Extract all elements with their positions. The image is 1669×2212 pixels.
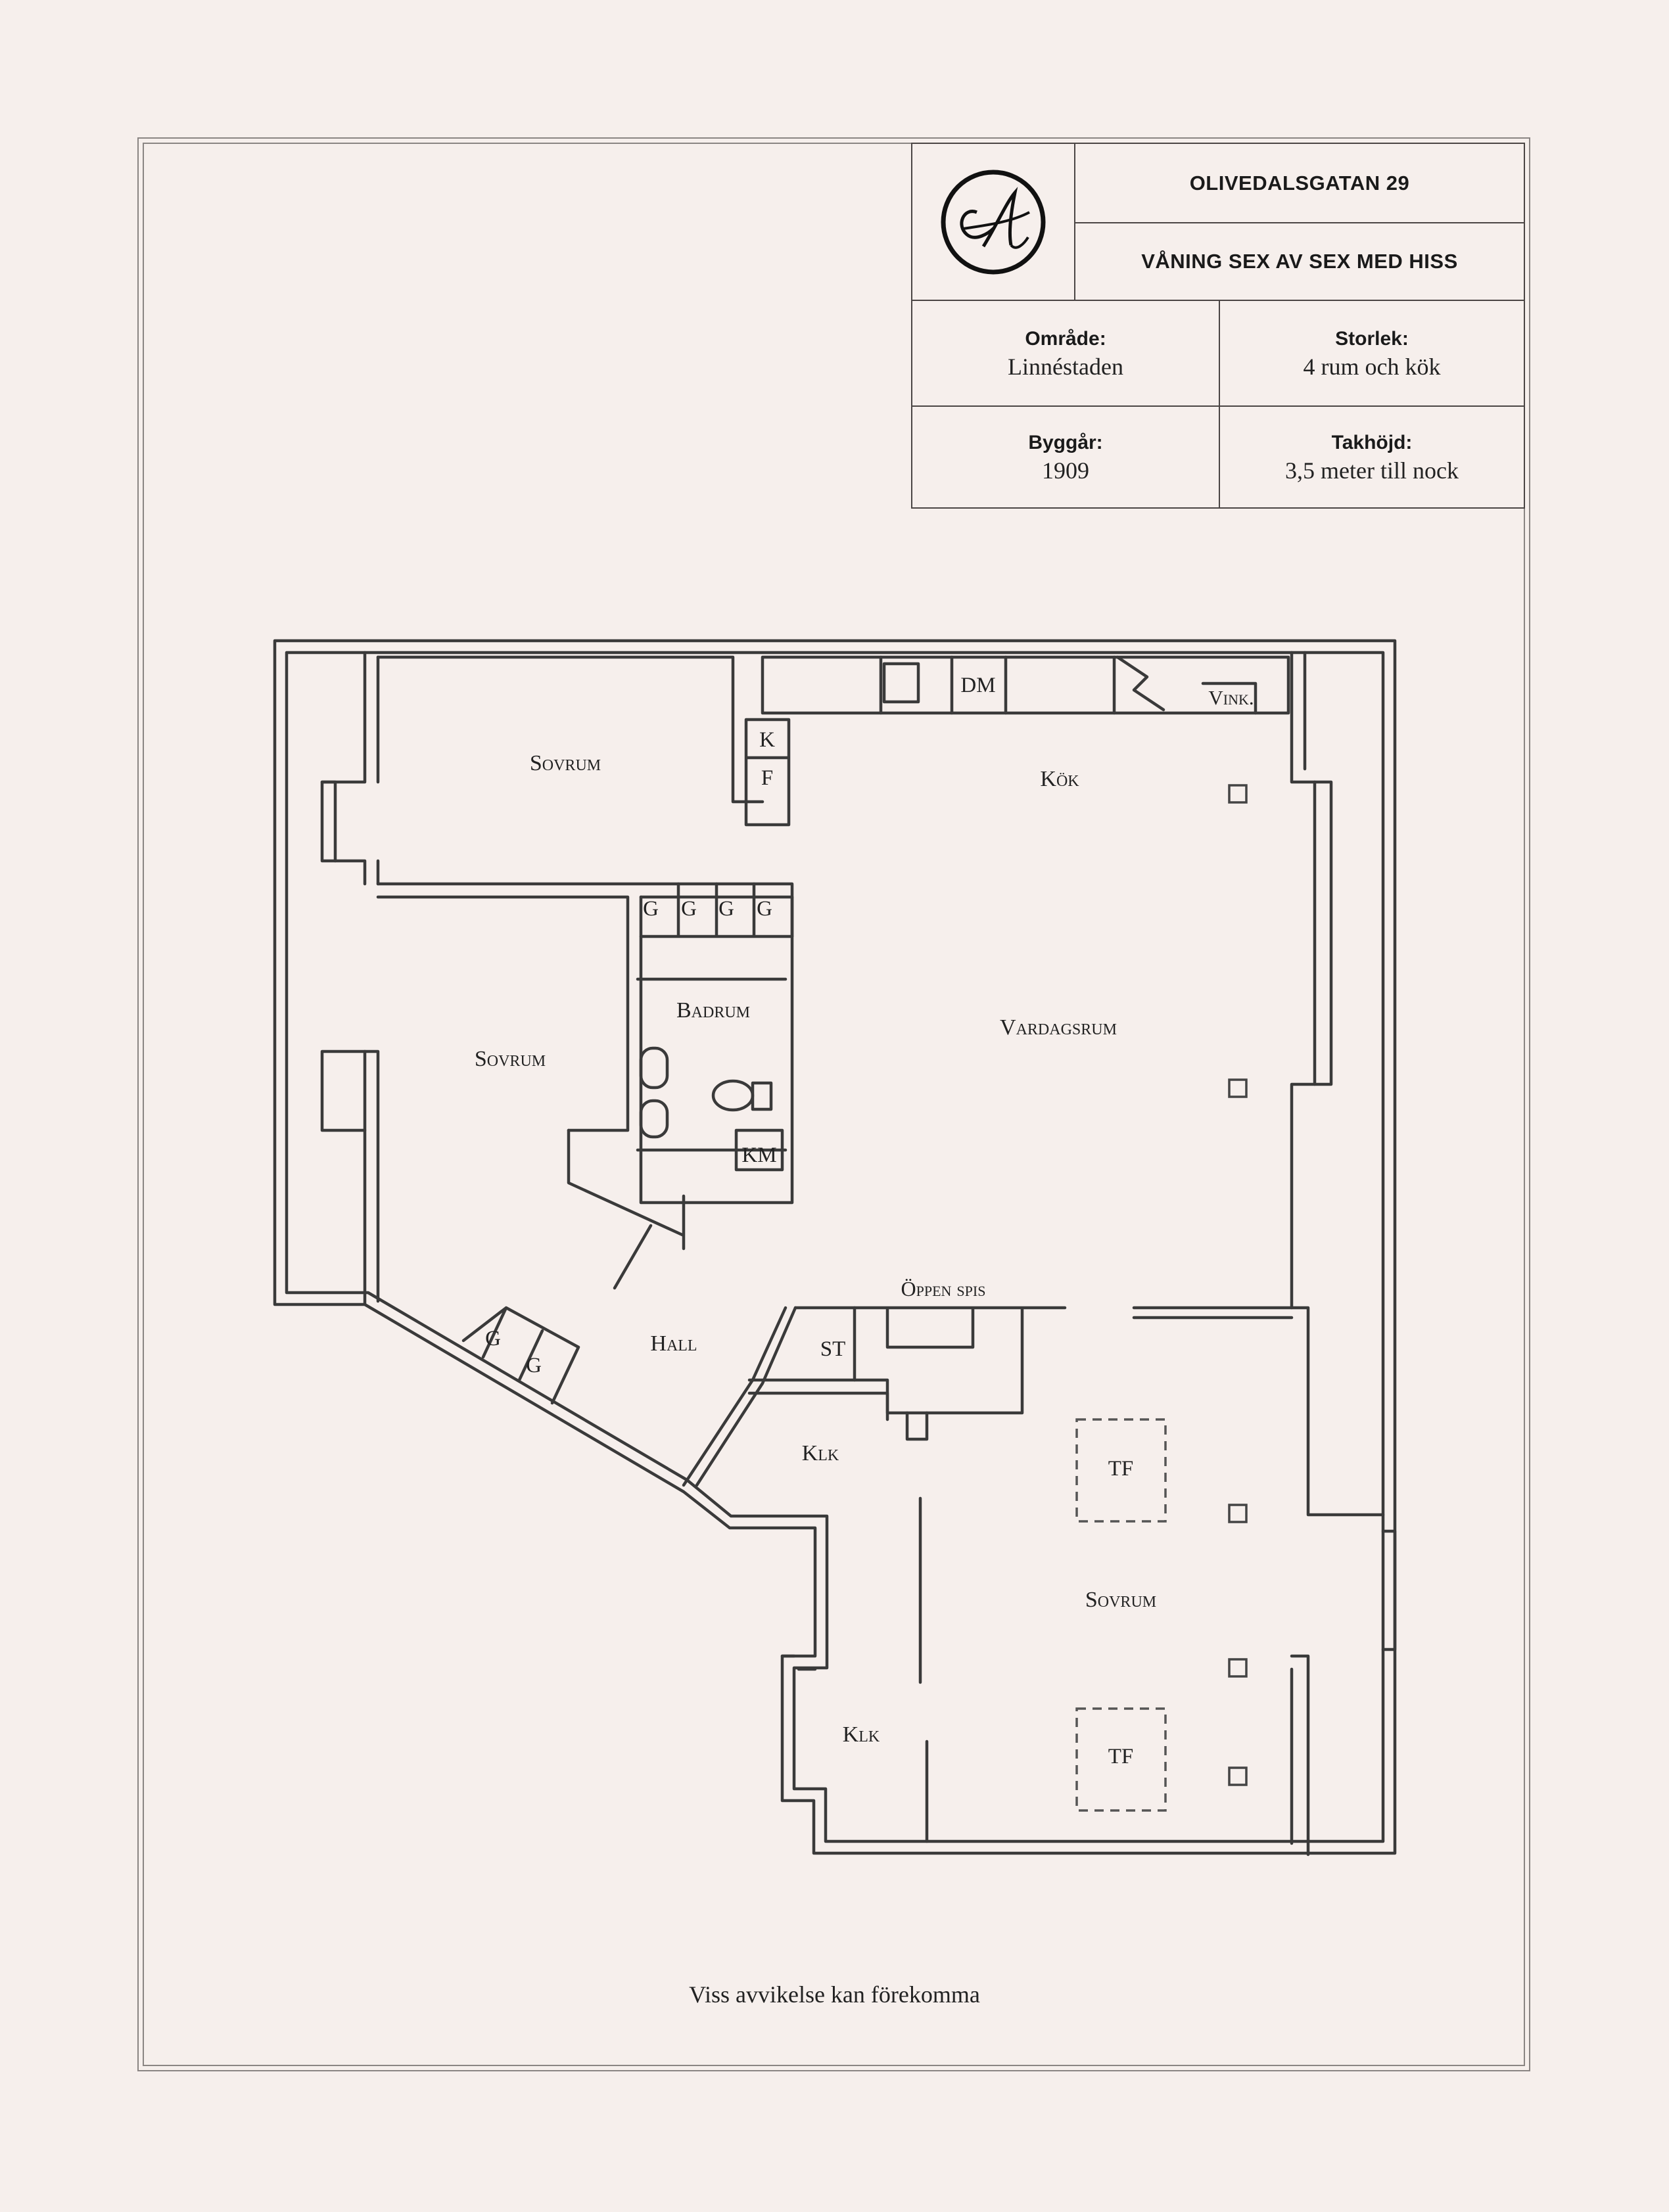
inner-frame — [143, 143, 1525, 2066]
wall — [1132, 1306, 1294, 1320]
area-value: Linnéstaden — [1008, 353, 1123, 380]
wall — [695, 1306, 797, 1487]
g-label: G — [681, 897, 697, 921]
wall — [780, 1496, 929, 1843]
room-kok: Kök — [1040, 767, 1079, 791]
wall — [320, 651, 367, 886]
wall — [461, 1306, 580, 1405]
column — [1228, 1766, 1248, 1786]
wall — [636, 977, 787, 1152]
column — [1228, 1078, 1248, 1098]
wall — [682, 1306, 787, 1487]
wall — [879, 655, 1258, 715]
monogram-logo-icon — [941, 170, 1046, 274]
wall — [376, 655, 764, 804]
year-value: 1909 — [1042, 457, 1089, 484]
dm-label: DM — [960, 674, 995, 697]
vink-label: Vink. — [1208, 686, 1254, 709]
title-block: OLIVEDALSGATAN 29 VÅNING SEX AV SEX MED … — [911, 143, 1525, 509]
room-klk-1: Klk — [802, 1441, 839, 1465]
room-hall: Hall — [650, 1331, 697, 1356]
oppen-spis-label: Öppen spis — [901, 1277, 986, 1301]
room-sovrum-3: Sovrum — [1085, 1588, 1156, 1612]
column — [1228, 784, 1248, 804]
wall — [639, 1099, 669, 1139]
ceiling-label: Takhöjd: — [1331, 431, 1413, 453]
year-label: Byggår: — [1028, 431, 1103, 453]
wall — [639, 882, 794, 938]
wall — [747, 1391, 889, 1421]
wall — [1116, 655, 1165, 712]
column — [1228, 1658, 1248, 1678]
wall — [639, 895, 794, 1205]
floor-info: VÅNING SEX AV SEX MED HISS — [1141, 250, 1458, 273]
wall — [905, 1411, 929, 1441]
outer-wall — [273, 639, 1397, 1855]
wall — [744, 718, 791, 827]
wall — [639, 1046, 669, 1090]
wall — [320, 780, 367, 1132]
ceiling-value: 3,5 meter till nock — [1285, 457, 1459, 484]
disclaimer-note: Viss avvikelse kan förekomma — [689, 1981, 980, 2008]
address: OLIVEDALSGATAN 29 — [1189, 171, 1410, 195]
wall — [747, 1306, 857, 1382]
outer-frame — [137, 137, 1530, 2071]
f-label: F — [761, 766, 773, 790]
column — [1228, 1504, 1248, 1523]
outer-wall-inner — [285, 651, 1385, 1843]
room-sovrum-2: Sovrum — [475, 1047, 546, 1071]
wall — [1303, 651, 1317, 1086]
room-klk-2: Klk — [843, 1722, 880, 1747]
tf-label: TF — [1108, 1457, 1134, 1481]
wall — [711, 1079, 755, 1112]
k-label: K — [759, 728, 775, 752]
year-cell: Byggår: 1909 — [911, 405, 1220, 509]
g-label: G — [757, 897, 772, 921]
wall — [567, 1128, 686, 1290]
g-label: G — [485, 1327, 501, 1350]
g-label: G — [718, 897, 734, 921]
room-sovrum-1: Sovrum — [530, 751, 601, 775]
wall — [882, 662, 920, 704]
wall — [751, 1081, 773, 1111]
st-label: ST — [820, 1337, 846, 1361]
area-label: Område: — [1025, 327, 1106, 350]
g-label: G — [643, 897, 659, 921]
size-value: 4 rum och kök — [1303, 353, 1441, 380]
km-label: KM — [741, 1143, 776, 1167]
room-vardagsrum: Vardagsrum — [1000, 1015, 1117, 1040]
wall — [1290, 1529, 1397, 1856]
tf-label: TF — [1108, 1745, 1134, 1768]
wall — [734, 1128, 784, 1172]
size-label: Storlek: — [1335, 327, 1409, 350]
ceiling-cell: Takhöjd: 3,5 meter till nock — [1219, 405, 1525, 509]
area-cell: Område: Linnéstaden — [911, 300, 1220, 407]
room-badrum: Badrum — [676, 998, 750, 1023]
wall — [1290, 651, 1385, 1517]
g-label: G — [526, 1354, 542, 1377]
wall — [363, 1049, 380, 1306]
